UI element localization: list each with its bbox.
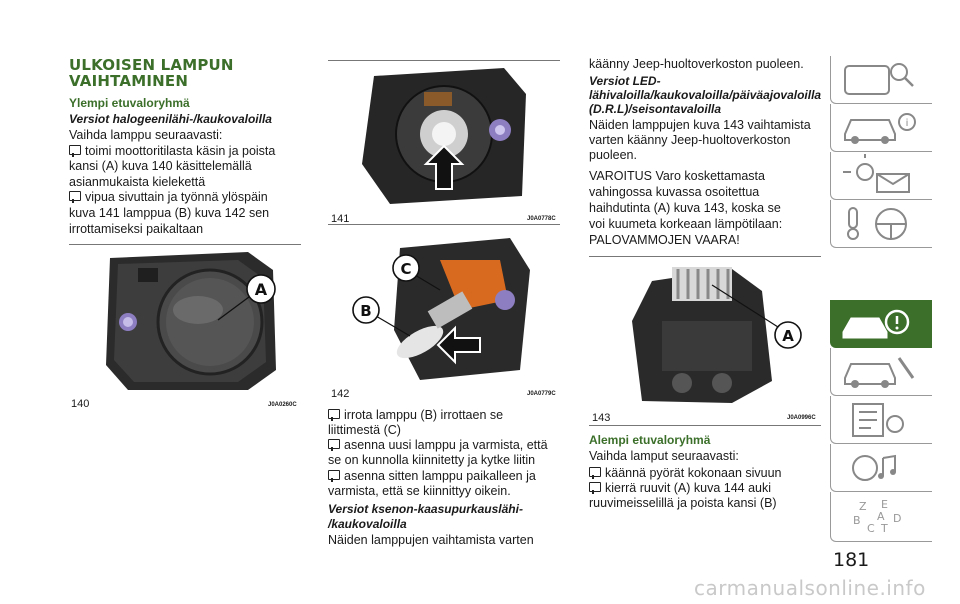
warning-line1: VAROITUS Varo koskettamasta [589, 169, 765, 183]
italic-heading-line2: lähivaloilla/kaukovaloilla/päiväajovaloi… [589, 88, 822, 102]
step-2: kierrä ruuvit (A) kuva 144 auki [589, 481, 771, 496]
italic-heading-line3: (D.R.L)/seisontavaloilla [589, 102, 722, 116]
step-3: irrota lamppu (B) irrottaen se [328, 408, 503, 423]
figure-code: J0A0260C [268, 402, 297, 408]
figure-140-headlamp-image: A [98, 250, 298, 396]
watermark: carmanualsonline.info [694, 576, 926, 600]
sidebar-tab-maintenance[interactable] [830, 348, 932, 396]
index-icon: Z E B D C T A [853, 498, 901, 535]
paragraph-line2: varten käänny Jeep-huoltoverkoston [589, 133, 791, 147]
emergency-icon [842, 309, 910, 339]
step-2: vipua sivuttain ja työnnä ylöspäin [69, 190, 268, 205]
sidebar-tab-index[interactable]: Z E B D C T A [830, 492, 932, 542]
step-5: asenna sitten lamppu paikalleen ja [328, 469, 536, 484]
step-4-line2: se on kunnolla kiinnitetty ja kytke liit… [328, 453, 536, 467]
multimedia-icon [852, 454, 896, 481]
lights-warning-icon [843, 154, 910, 193]
intro-text: Vaihda lamput seuraavasti: [589, 449, 739, 463]
figure-rule [328, 60, 560, 61]
bullet-icon [69, 191, 81, 203]
italic-heading-line1: Versiot ksenon-kaasupurkauslähi- [328, 502, 523, 516]
step-3-line2: liittimestä (C) [328, 423, 401, 437]
sidebar-tab-driving[interactable] [830, 200, 932, 248]
callout-b: B [360, 302, 371, 320]
bullet-icon [328, 439, 340, 451]
warning-line5: PALOVAMMOJEN VAARA! [589, 233, 740, 247]
figure-141-number: 141 [331, 213, 350, 225]
figure-rule [328, 224, 560, 225]
index-letter: D [893, 512, 901, 525]
paragraph-line1: Näiden lamppujen kuva 143 vaihtamista [589, 118, 811, 132]
page-number: 181 [833, 549, 870, 571]
paragraph-line3: puoleen. [589, 148, 637, 162]
paragraph-last: Näiden lamppujen vaihtamista varten [328, 533, 534, 547]
italic-heading: Versiot halogeenilähi-/kaukovaloilla [69, 112, 272, 126]
step-2-line3: irrottamiseksi paikaltaan [69, 222, 204, 236]
warning-line4: voi kuumeta korkeaan lämpötilaan: [589, 217, 783, 231]
step-1: toimi moottoritilasta käsin ja poista [69, 144, 275, 159]
bullet-icon [328, 409, 340, 421]
car-info-icon: i [844, 113, 916, 144]
specifications-icon [852, 403, 904, 437]
figure-number: 140 [71, 398, 90, 410]
steering-controls-icon [847, 207, 907, 240]
sidebar-tab-dashboard[interactable] [830, 56, 932, 104]
index-letter: Z [859, 500, 867, 513]
section-title-line2: VAIHTAMINEN [69, 72, 189, 90]
warning-line2: vahingossa kuvassa osoitettua [589, 185, 760, 199]
warning-line3: haihdutinta (A) kuva 143, koska se [589, 201, 781, 215]
bullet-icon [69, 145, 81, 157]
bullet-icon [589, 467, 601, 479]
dashboard-icon [844, 63, 914, 95]
section-title-line1: ULKOISEN LAMPUN [69, 56, 234, 74]
step-4: asenna uusi lamppu ja varmista, että [328, 438, 548, 453]
sidebar-tab-multimedia[interactable] [830, 444, 932, 492]
subheading: Ylempi etuvaloryhmä [69, 96, 190, 110]
step-2-line2: kuva 141 lamppua (B) kuva 142 sen [69, 206, 270, 220]
italic-heading-line2: /kaukovaloilla [328, 517, 407, 531]
continuation-text: käänny Jeep-huoltoverkoston puoleen. [589, 57, 804, 71]
intro-text: Vaihda lamppu seuraavasti: [69, 128, 223, 142]
svg-text:i: i [906, 118, 909, 129]
step-5-line2: varmista, että se kiinnittyy oikein. [328, 484, 511, 498]
index-letter: T [880, 522, 888, 535]
index-letter: C [867, 522, 875, 535]
figure-142-code: J0A0779C [527, 391, 556, 397]
figure-141-bulb-image [354, 64, 534, 212]
sidebar-tab-car-info[interactable]: i [830, 104, 932, 152]
maintenance-icon [844, 357, 915, 388]
figure-rule [589, 425, 821, 426]
callout-a: A [782, 327, 794, 345]
index-letter: E [881, 498, 888, 511]
figure-rule [69, 244, 301, 245]
figure-142-bulb-image: C B [340, 230, 540, 386]
bullet-icon [328, 470, 340, 482]
sidebar-tab-lights-warnings[interactable] [830, 152, 932, 200]
italic-heading-line1: Versiot LED- [589, 74, 661, 88]
step-2-line2: ruuvimeisselillä ja poista kansi (B) [589, 496, 777, 510]
step-1-line3: asianmukaista kielekettä [69, 175, 206, 189]
bullet-icon [589, 482, 601, 494]
step-1-line2: kansi (A) kuva 140 käsittelemällä [69, 159, 252, 173]
subheading: Alempi etuvaloryhmä [589, 433, 711, 447]
figure-rule [589, 256, 821, 257]
index-letter: B [853, 514, 861, 527]
step-1: käännä pyörät kokonaan sivuun [589, 466, 782, 481]
callout-c: C [400, 260, 411, 278]
figure-143-code: J0A0996C [787, 415, 816, 421]
figure-142-number: 142 [331, 388, 350, 400]
figure-141-code: J0A0778C [527, 216, 556, 222]
index-letter: A [877, 510, 885, 523]
callout-a: A [255, 280, 268, 299]
figure-143-led-headlamp-image: A [612, 261, 816, 411]
sidebar-tab-emergency[interactable] [830, 300, 932, 348]
sidebar-tab-specifications[interactable] [830, 396, 932, 444]
figure-143-number: 143 [592, 412, 611, 424]
